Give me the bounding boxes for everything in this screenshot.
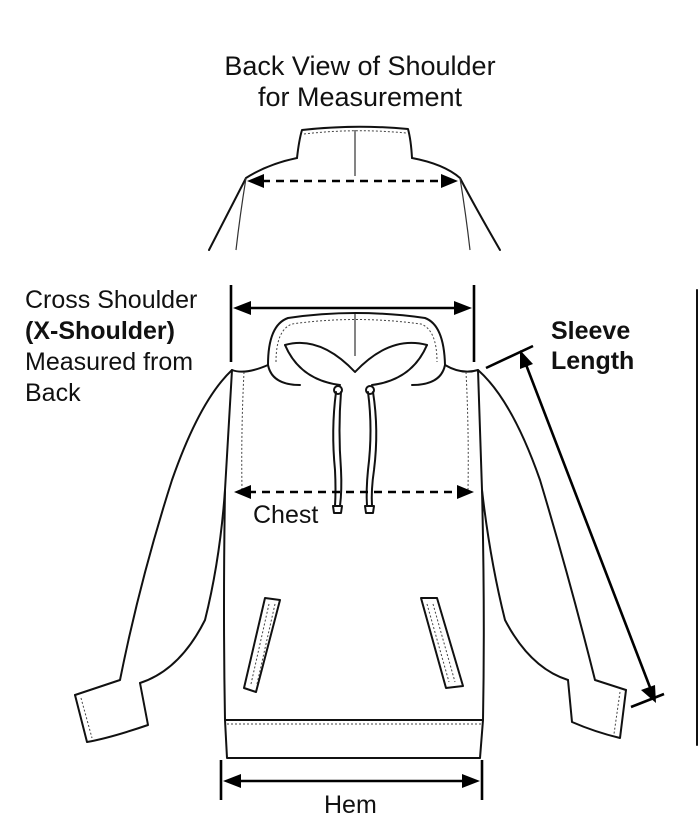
right-zipper-pocket	[420, 597, 464, 689]
chest-arrow-left	[234, 485, 251, 499]
back-view-illustration	[208, 125, 501, 251]
right-drawstring	[365, 391, 378, 507]
right-sleeve-inner	[481, 489, 569, 681]
shoulder-arrow-right	[454, 301, 472, 315]
right-sleeve-outer	[477, 369, 627, 691]
hood-sides	[267, 364, 446, 386]
right-cuff	[567, 679, 627, 739]
cross-shoulder-label: Cross Shoulder	[25, 286, 198, 314]
measured-from-label: Measured from	[25, 348, 194, 376]
back-right-armhole	[459, 177, 471, 251]
length-label: Length	[551, 347, 635, 375]
hem-label: Hem	[324, 791, 377, 819]
sleeve-measure-line	[523, 361, 653, 691]
sleeve-length-measure	[485, 344, 665, 709]
left-drawstring	[332, 391, 343, 507]
right-pocket-outline	[420, 597, 464, 689]
left-sleeve-outer	[74, 369, 233, 696]
right-zipper-teeth	[426, 603, 456, 683]
back-hood-outline	[296, 125, 413, 159]
sleeve-guide-top	[485, 344, 534, 370]
shoulder-arrow-left	[233, 301, 251, 315]
hem-band	[224, 719, 484, 759]
left-pocket-outline	[243, 597, 281, 693]
body-side-stitching	[241, 371, 469, 491]
back-measure-arrow-left	[247, 174, 264, 188]
neckline	[284, 344, 428, 386]
left-zipper-pocket	[243, 597, 281, 693]
back-left-shoulder	[208, 157, 298, 251]
hood-stitching	[275, 319, 438, 363]
right-cuff-stitching	[613, 691, 621, 735]
front-view-illustration	[74, 312, 627, 759]
back-left-armhole	[235, 177, 247, 251]
sleeve-arrow-top	[520, 350, 533, 369]
chest-label: Chest	[253, 501, 319, 529]
title-line-2: for Measurement	[257, 82, 463, 112]
back-right-shoulder	[411, 157, 501, 251]
chest-arrow-right	[457, 485, 474, 499]
left-cuff	[74, 682, 149, 743]
drawstring-tips	[332, 505, 375, 514]
sleeve-arrow-bottom	[641, 685, 656, 703]
back-label: Back	[25, 379, 81, 407]
title-line-1: Back View of Shoulder	[224, 51, 496, 81]
left-cuff-stitching	[80, 697, 93, 739]
left-eyelet	[333, 385, 343, 395]
sleeve-label: Sleeve	[551, 317, 631, 345]
hood-outline	[267, 312, 446, 366]
chest-measure	[234, 485, 474, 499]
sleeve-guide-bottom	[630, 692, 665, 709]
left-sleeve-inner	[139, 489, 226, 684]
hem-arrow-right	[462, 774, 480, 788]
right-eyelet	[365, 385, 375, 395]
hem-arrow-left	[223, 774, 241, 788]
left-zipper-teeth	[250, 603, 276, 685]
back-measure-arrow-right	[441, 174, 458, 188]
hem-measure	[219, 760, 484, 800]
cross-shoulder-measure	[229, 285, 476, 362]
x-shoulder-label: (X-Shoulder)	[25, 317, 175, 345]
hood-opening	[284, 341, 428, 373]
